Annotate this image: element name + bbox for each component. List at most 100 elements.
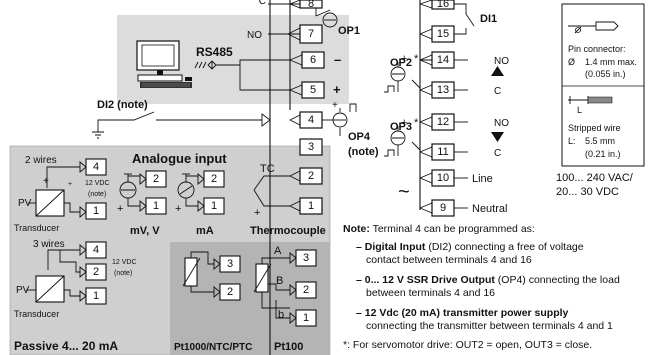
svg-text:Stripped wire: Stripped wire	[568, 123, 621, 133]
terminal-6[interactable]: 6	[289, 51, 325, 69]
svg-text:Pt100: Pt100	[274, 341, 303, 353]
terminal-11[interactable]: 11	[419, 143, 455, 161]
svg-text:1: 1	[303, 312, 309, 324]
svg-text:NO: NO	[247, 30, 262, 41]
svg-text:9: 9	[440, 202, 446, 214]
svg-text:3: 3	[303, 252, 309, 264]
op2-relay: OP2 * +	[384, 53, 432, 93]
svg-text:+: +	[401, 117, 407, 129]
terminal-7[interactable]: 7	[287, 24, 323, 44]
terminal-8[interactable]: 8	[289, 0, 323, 10]
svg-text:+: +	[401, 53, 407, 65]
svg-text:2: 2	[303, 284, 309, 296]
terminal-15[interactable]: 15	[419, 25, 455, 43]
terminal-9[interactable]: 9	[419, 199, 455, 217]
mv-v-source: 2 1 + mV, V	[117, 170, 167, 237]
rs485-connector	[194, 59, 290, 91]
svg-text:Ø: Ø	[568, 57, 575, 67]
op4-ssr: +	[322, 100, 357, 136]
svg-text:Neutral: Neutral	[472, 203, 507, 215]
svg-text:6: 6	[310, 54, 316, 66]
svg-text:Note: Terminal 4 can be: Note: Terminal 4 can be programmed as:	[343, 223, 535, 235]
svg-text:1: 1	[211, 200, 217, 212]
svg-text:+: +	[43, 176, 49, 187]
svg-text:Pin connector:: Pin connector:	[568, 44, 626, 54]
svg-text:5: 5	[310, 84, 316, 96]
svg-text:NO: NO	[494, 118, 509, 129]
svg-text:Thermocouple: Thermocouple	[250, 225, 326, 237]
svg-text:– 0... 12 V SSR Drive Output: – 0... 12 V SSR Drive Output (OP4) conne…	[356, 274, 620, 286]
svg-text:12 VDC: 12 VDC	[112, 259, 137, 266]
terminal-14[interactable]: 14	[419, 51, 455, 69]
svg-text:2: 2	[93, 266, 99, 278]
svg-text:(note): (note)	[348, 146, 379, 158]
svg-text:connecting the transmitter bet: connecting the transmitter between termi…	[366, 320, 613, 332]
svg-text:11: 11	[437, 146, 448, 158]
svg-text:Transducer: Transducer	[14, 223, 59, 233]
svg-text:C: C	[494, 148, 501, 159]
terminal-12[interactable]: 12	[419, 113, 455, 131]
transducer-3wire: 3 wires 4 2 PV Transducer 1 12 VDC (note…	[14, 239, 137, 319]
svg-text:C: C	[259, 0, 266, 7]
svg-text:– Digital Input (DI2) co: – Digital Input (DI2) connecting a free …	[356, 241, 584, 253]
svg-text:PV: PV	[16, 285, 30, 296]
svg-text:3: 3	[308, 141, 314, 153]
svg-text:PV: PV	[18, 198, 32, 209]
svg-text:1: 1	[308, 200, 314, 212]
svg-text:OP2: OP2	[390, 57, 412, 69]
svg-text:TC: TC	[260, 163, 275, 175]
thermocouple: TC + Thermocouple	[250, 163, 326, 237]
ma-source: 2 1 + mA	[175, 170, 225, 237]
ac-tilde: ~	[398, 181, 410, 203]
passive-label: Passive 4... 20 mA	[14, 339, 118, 353]
terminal-2[interactable]: 2	[289, 167, 323, 185]
supply-voltage: 100... 240 VAC/	[556, 172, 634, 184]
terminal-16[interactable]: 16	[419, 0, 455, 10]
up-arrow-icon	[491, 66, 504, 76]
svg-text:mV, V: mV, V	[130, 225, 160, 237]
svg-text:1: 1	[93, 290, 99, 302]
svg-text:8: 8	[308, 0, 314, 10]
svg-text:1.4 mm max.: 1.4 mm max.	[585, 57, 637, 67]
terminal-13[interactable]: 13	[419, 81, 455, 99]
svg-text:2: 2	[227, 286, 233, 298]
svg-text:4: 4	[93, 244, 99, 256]
op3-relay: OP3 * +	[384, 117, 421, 157]
terminal-3[interactable]: 3	[299, 138, 323, 156]
di2-switch	[92, 111, 271, 139]
relay-op1: C NO OP1	[247, 0, 360, 41]
svg-text:2: 2	[308, 170, 314, 182]
svg-text:2: 2	[211, 173, 217, 185]
terminal-5[interactable]: 5	[289, 81, 325, 99]
svg-text:(note): (note)	[114, 270, 132, 277]
svg-text:+: +	[333, 82, 341, 97]
svg-text:*: *	[414, 53, 419, 65]
analogue-input-title: Analogue input	[132, 151, 227, 166]
svg-text:2: 2	[153, 173, 159, 185]
pt1000-sensor: 3 2 Pt1000/NTC/PTC	[174, 251, 252, 353]
svg-text:2 wires: 2 wires	[25, 155, 57, 166]
terminal-1[interactable]: 1	[289, 197, 323, 215]
svg-text:b: b	[278, 309, 284, 321]
down-arrow-icon	[491, 132, 504, 142]
svg-text:OP4: OP4	[348, 131, 371, 143]
terminal-10[interactable]: 10	[419, 169, 455, 187]
connector-info-box: Pin connector: Ø 1.4 mm max. (0.055 in.)…	[561, 3, 645, 167]
svg-text:contact between terminals 4 an: contact between terminals 4 and 16	[366, 254, 532, 266]
svg-text:7: 7	[308, 28, 314, 40]
svg-text:(note): (note)	[88, 191, 106, 198]
transducer-2wire: 2 wires 4 PV + Transducer 1 + 12 VDC (no…	[14, 155, 110, 233]
svg-text:Transducer: Transducer	[14, 309, 59, 319]
svg-text:Pt1000/NTC/PTC: Pt1000/NTC/PTC	[174, 342, 252, 353]
notes: Note: Terminal 4 can be programmed as: –…	[343, 223, 620, 351]
di2-label: DI2 (note)	[97, 99, 148, 111]
svg-text:+: +	[175, 203, 181, 215]
terminal-4-top[interactable]: 4	[289, 111, 323, 129]
svg-text:3: 3	[227, 258, 233, 270]
svg-text:1: 1	[93, 205, 99, 217]
svg-text:15: 15	[437, 28, 449, 40]
di1-switch: DI1	[454, 3, 497, 35]
svg-text:B: B	[276, 275, 283, 287]
svg-text:12 VDC: 12 VDC	[85, 180, 110, 187]
